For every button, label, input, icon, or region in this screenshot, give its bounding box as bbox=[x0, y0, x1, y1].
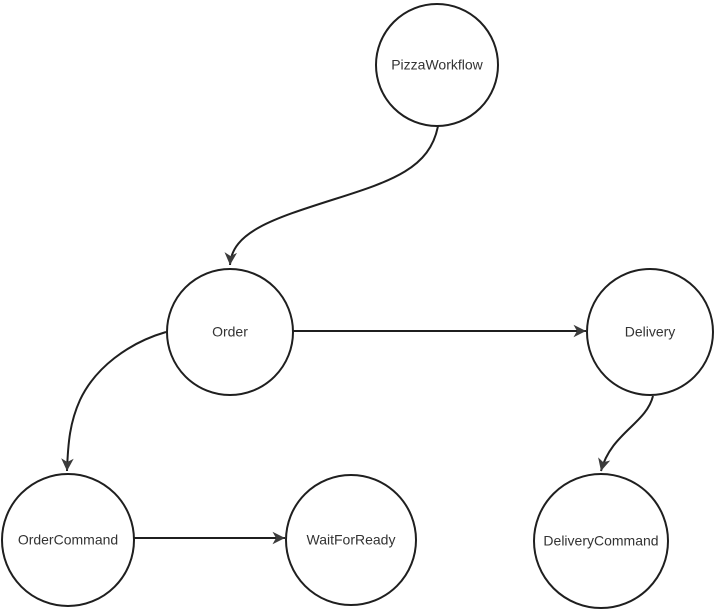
node-label: OrderCommand bbox=[18, 532, 118, 548]
node-delivery[interactable]: Delivery bbox=[586, 268, 714, 396]
node-circle[interactable] bbox=[166, 268, 294, 396]
edge-pizzaworkflow-order bbox=[224, 125, 439, 266]
node-pizzaworkflow[interactable]: PizzaWorkflow bbox=[375, 3, 499, 127]
node-label: Delivery bbox=[625, 324, 676, 340]
node-deliverycommand[interactable]: DeliveryCommand bbox=[533, 473, 669, 609]
node-circle[interactable] bbox=[285, 474, 417, 606]
node-waitforready[interactable]: WaitForReady bbox=[285, 474, 417, 606]
node-circle[interactable] bbox=[586, 268, 714, 396]
edge-curve bbox=[61, 331, 167, 472]
edge-delivery-deliverycommand bbox=[598, 395, 654, 472]
node-circle[interactable] bbox=[375, 3, 499, 127]
node-circle[interactable] bbox=[1, 473, 135, 607]
node-label: Order bbox=[212, 324, 248, 340]
node-order[interactable]: Order bbox=[166, 268, 294, 396]
edge-curve bbox=[224, 125, 439, 266]
node-label: PizzaWorkflow bbox=[391, 57, 483, 73]
node-label: DeliveryCommand bbox=[543, 533, 658, 549]
node-circle[interactable] bbox=[533, 473, 669, 609]
node-ordercommand[interactable]: OrderCommand bbox=[1, 473, 135, 607]
edge-order-ordercommand bbox=[61, 331, 167, 472]
node-label: WaitForReady bbox=[307, 532, 396, 548]
edge-curve bbox=[598, 395, 654, 472]
